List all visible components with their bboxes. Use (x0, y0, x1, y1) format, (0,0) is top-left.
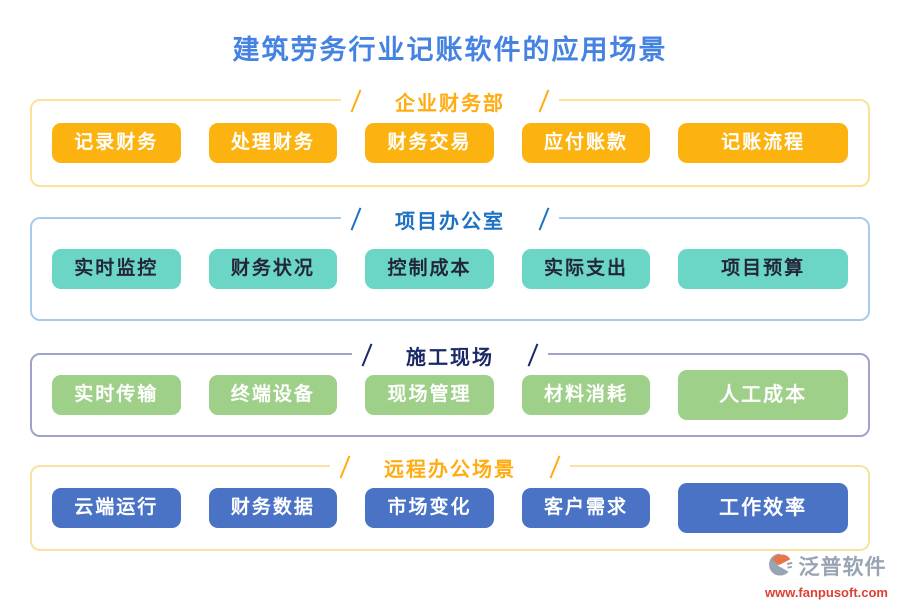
brand-name: 泛普软件 (798, 555, 887, 579)
button-row: 实时监控 财务状况 控制成本 实际支出 项目预算 (32, 219, 868, 319)
tag-button[interactable]: 实际支出 (521, 249, 651, 289)
slash-decoration-icon (538, 89, 550, 113)
slash-decoration-icon (549, 455, 561, 479)
tag-button[interactable]: 控制成本 (365, 249, 494, 289)
vendor-logo: 泛普软件 www.fanpusoft.com (765, 551, 888, 599)
brand-url-link[interactable]: www.fanpusoft.com (764, 585, 888, 600)
tag-button[interactable]: 财务状况 (208, 249, 338, 289)
section-title: 远程办公场景 (384, 458, 516, 481)
section-header: 远程办公场景 (330, 452, 570, 482)
section-title: 施工现场 (406, 346, 494, 369)
section-header: 企业财务部 (341, 86, 559, 116)
section-finance-dept: 企业财务部 记录财务 处理财务 财务交易 应付账款 记账流程 (30, 86, 870, 187)
tag-button[interactable]: 客户需求 (521, 488, 651, 528)
tag-button[interactable]: 项目预算 (678, 249, 849, 289)
tag-button[interactable]: 工作效率 (678, 483, 849, 533)
tag-button[interactable]: 市场变化 (365, 488, 494, 528)
tag-button[interactable]: 实时监控 (52, 249, 181, 289)
tag-button[interactable]: 应付账款 (521, 123, 651, 163)
tag-button[interactable]: 云端运行 (52, 488, 181, 528)
diagram-body: 企业财务部 记录财务 处理财务 财务交易 应付账款 记账流程 项目办公室 实时监… (0, 86, 900, 551)
tag-button[interactable]: 实时传输 (52, 375, 181, 415)
tag-button[interactable]: 记账流程 (678, 123, 849, 163)
button-row: 云端运行 财务数据 市场变化 客户需求 工作效率 (32, 467, 868, 549)
slash-decoration-icon (527, 343, 539, 367)
section-header: 施工现场 (352, 340, 548, 370)
fanpu-swoosh-icon (766, 551, 794, 583)
tag-button[interactable]: 终端设备 (208, 375, 338, 415)
section-title: 企业财务部 (395, 92, 505, 115)
page-title: 建筑劳务行业记账软件的应用场景 (232, 35, 668, 65)
slash-decoration-icon (350, 207, 362, 231)
section-project-office: 项目办公室 实时监控 财务状况 控制成本 实际支出 项目预算 (30, 204, 870, 321)
tag-button[interactable]: 财务数据 (208, 488, 338, 528)
slash-decoration-icon (361, 343, 373, 367)
slash-decoration-icon (350, 89, 362, 113)
button-row: 记录财务 处理财务 财务交易 应付账款 记账流程 (32, 101, 868, 185)
section-title: 项目办公室 (395, 210, 505, 233)
tag-button[interactable]: 处理财务 (208, 123, 338, 163)
tag-button[interactable]: 材料消耗 (521, 375, 651, 415)
tag-button[interactable]: 记录财务 (52, 123, 181, 163)
section-remote-office: 远程办公场景 云端运行 财务数据 市场变化 客户需求 工作效率 (30, 452, 870, 551)
slash-decoration-icon (538, 207, 550, 231)
button-row: 实时传输 终端设备 现场管理 材料消耗 人工成本 (32, 355, 868, 435)
section-construction-site: 施工现场 实时传输 终端设备 现场管理 材料消耗 人工成本 (30, 340, 870, 437)
tag-button[interactable]: 现场管理 (365, 375, 494, 415)
section-header: 项目办公室 (341, 204, 559, 234)
tag-button[interactable]: 财务交易 (365, 123, 494, 163)
tag-button[interactable]: 人工成本 (678, 370, 849, 420)
slash-decoration-icon (339, 455, 351, 479)
